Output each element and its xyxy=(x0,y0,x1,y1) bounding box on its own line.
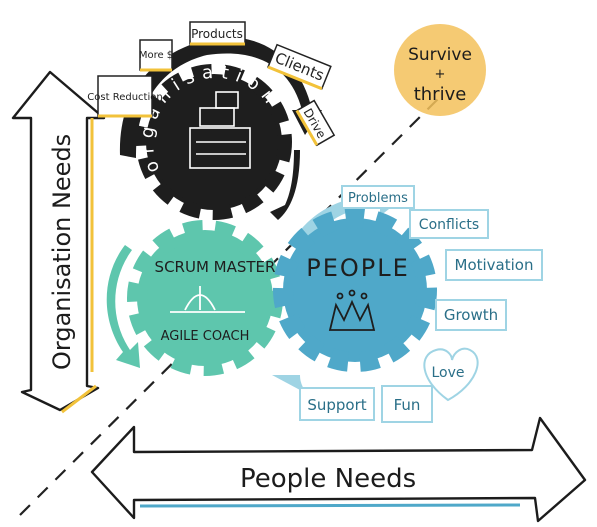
people-tag-problems-label: Problems xyxy=(348,191,408,206)
org-tag-products-label: Products xyxy=(191,27,243,41)
people-needs-arrow: People Needs xyxy=(90,416,587,523)
scrum-title-bottom: AGILE COACH xyxy=(161,329,250,344)
people-tag-growth: Growth xyxy=(435,299,507,331)
people-tag-fun: Fun xyxy=(381,385,433,423)
people-tag-love: Love xyxy=(423,347,479,402)
sun-line-3: thrive xyxy=(414,84,467,105)
scrum-cycle-arrow xyxy=(106,245,140,368)
people-tags: Problems Conflicts Motivation Growth Lov… xyxy=(299,185,543,423)
organisation-gear-group: organisation xyxy=(119,37,322,220)
people-cycle-arrow-bottom xyxy=(272,375,355,405)
coach-hat-icon xyxy=(170,286,245,313)
sun-line-2: + xyxy=(435,67,446,82)
scrum-master-gear xyxy=(127,220,283,376)
people-icon xyxy=(328,289,376,331)
organisation-needs-label: Organisation Needs xyxy=(48,134,76,370)
org-tag-cost-reduction: Cost Reduction xyxy=(87,75,163,118)
org-tag-more-label: More $ xyxy=(139,50,173,61)
organisation-needs-arrow: Organisation Needs xyxy=(11,70,106,414)
people-tag-love-label: Love xyxy=(431,365,464,381)
scrum-title-top: SCRUM MASTER xyxy=(155,258,276,276)
people-tag-conflicts-label: Conflicts xyxy=(419,217,479,233)
people-tag-support: Support xyxy=(299,387,375,421)
org-tag-products: Products xyxy=(189,21,246,46)
scrum-master-gear-group: SCRUM MASTER AGILE COACH xyxy=(106,220,283,376)
people-needs-label: People Needs xyxy=(240,464,416,494)
survive-thrive-sun: Survive + thrive xyxy=(394,24,486,116)
organisation-tags: More $ Products Clients Cost Reduction D… xyxy=(87,21,336,147)
people-tag-problems: Problems xyxy=(341,185,415,209)
people-tag-conflicts: Conflicts xyxy=(409,209,489,239)
building-icon xyxy=(189,91,251,169)
people-tag-support-label: Support xyxy=(307,396,366,414)
org-tag-cost-reduction-label: Cost Reduction xyxy=(87,92,162,103)
people-tag-growth-label: Growth xyxy=(444,306,498,324)
people-gear xyxy=(273,208,437,372)
people-tag-motivation: Motivation xyxy=(445,249,543,281)
organisation-cycle-arrow-lower xyxy=(270,150,300,220)
sun-line-1: Survive xyxy=(408,45,472,65)
people-tag-motivation-label: Motivation xyxy=(455,256,534,274)
people-tag-fun-label: Fun xyxy=(394,396,421,414)
people-gear-group: PEOPLE xyxy=(272,186,437,405)
org-tag-drive: Drive xyxy=(295,99,336,147)
org-tag-more: More $ xyxy=(139,39,173,72)
people-title: PEOPLE xyxy=(306,254,410,282)
